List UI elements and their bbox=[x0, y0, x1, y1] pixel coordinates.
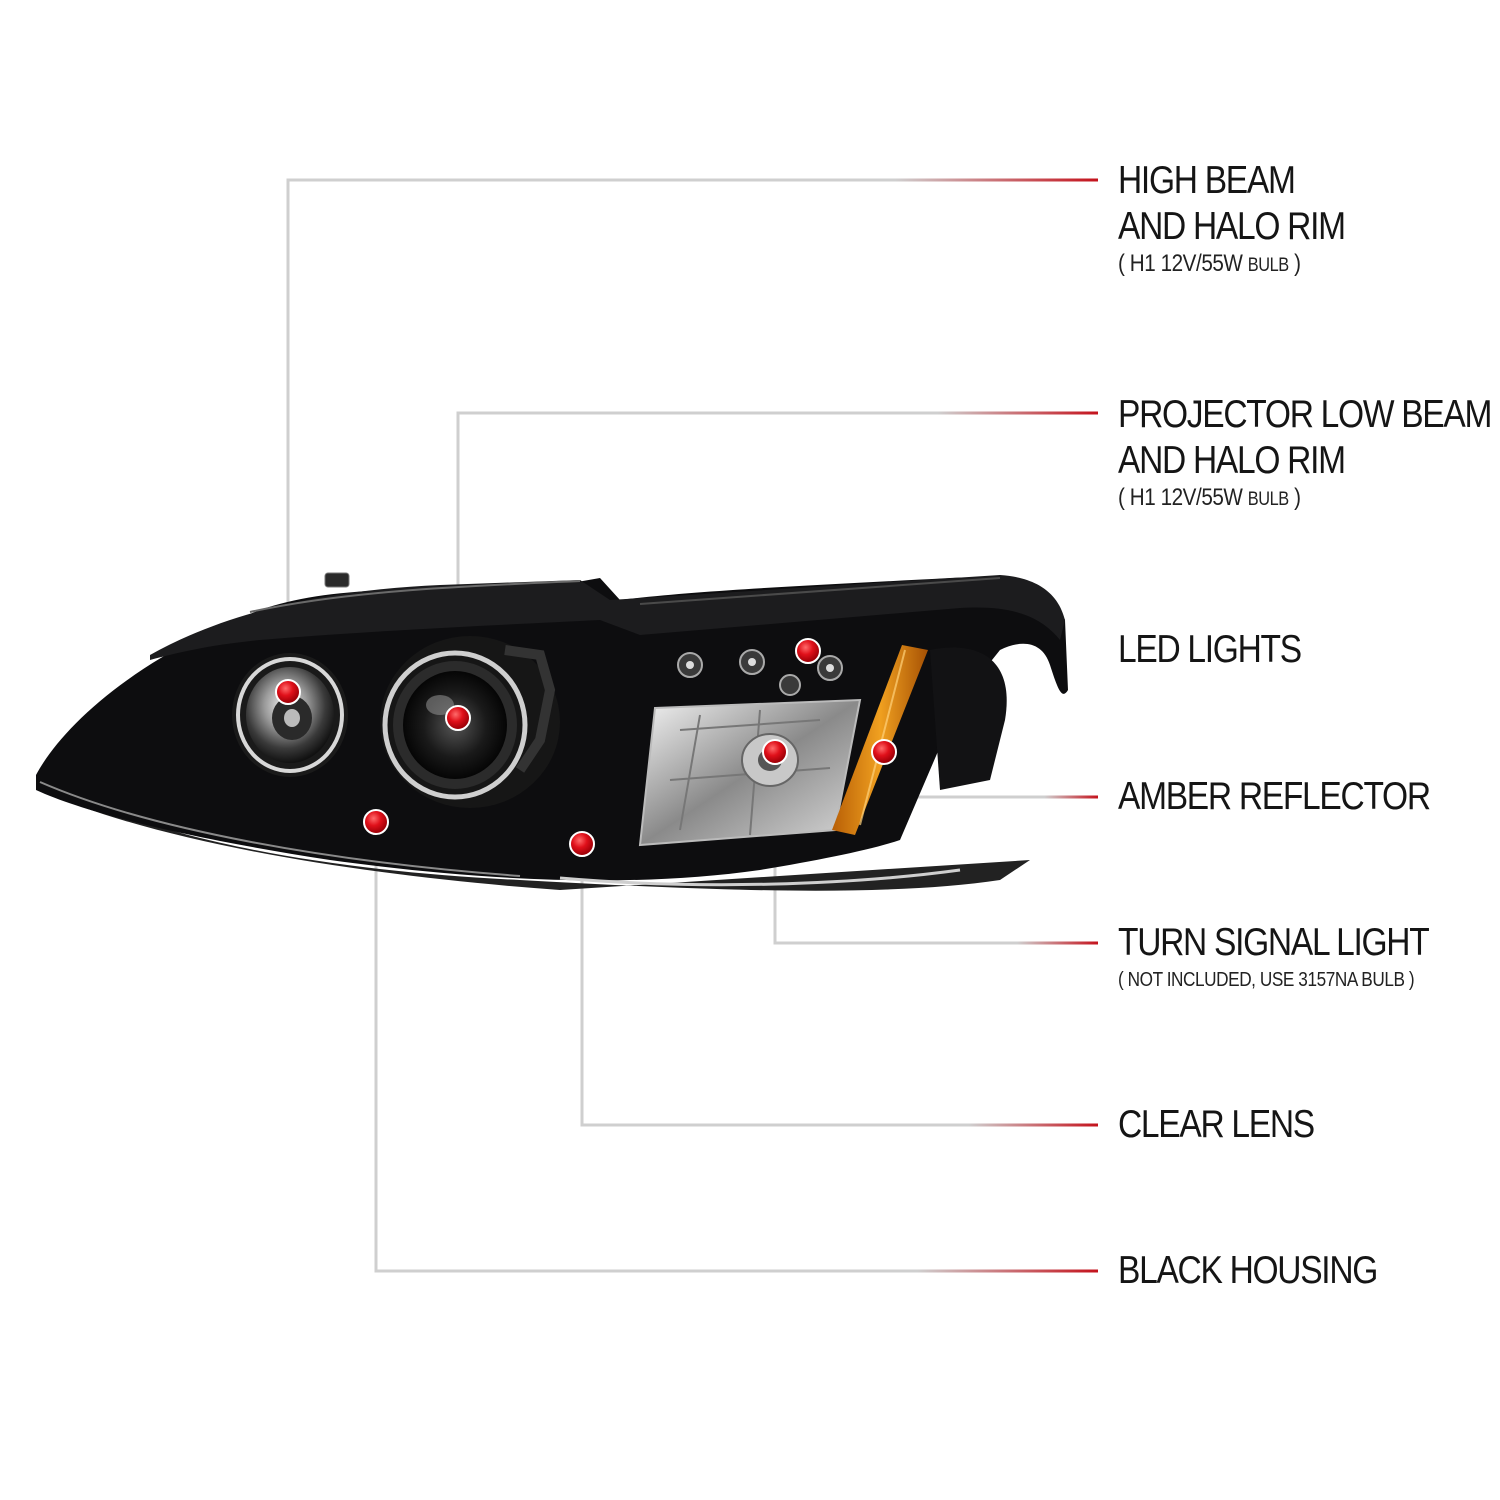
callout-title: BLACK HOUSING bbox=[1118, 1249, 1378, 1292]
leader-clear-lens bbox=[580, 844, 1098, 1127]
headlight-assembly bbox=[36, 572, 1068, 891]
callout-title: PROJECTOR LOW BEAM bbox=[1118, 393, 1492, 436]
red-dot-marker bbox=[795, 638, 821, 664]
high-beam-unit bbox=[232, 653, 348, 777]
red-dot-marker bbox=[275, 679, 301, 705]
side-flare bbox=[930, 647, 1007, 790]
callout-title: AND HALO RIM bbox=[1118, 439, 1346, 482]
marker-dots bbox=[275, 638, 897, 857]
bottom-chrome-strip bbox=[559, 868, 961, 887]
top-edge-highlight bbox=[249, 580, 581, 613]
callout-subtitle: ( H1 12V/55W BULB ) bbox=[1118, 484, 1301, 511]
callout-title: AND HALO RIM bbox=[1118, 205, 1346, 248]
top-trim bbox=[150, 575, 1065, 660]
callout-high-beam: HIGH BEAM AND HALO RIM ( H1 12V/55W BULB… bbox=[1118, 158, 1382, 280]
callout-subtitle: ( NOT INCLUDED, USE 3157NA BULB ) bbox=[1118, 969, 1415, 991]
callout-title: HIGH BEAM bbox=[1118, 159, 1296, 202]
callout-black-housing: BLACK HOUSING bbox=[1118, 1248, 1419, 1294]
red-dot-marker bbox=[871, 739, 897, 765]
leader-high-beam bbox=[286, 178, 1098, 692]
callout-turn-signal: TURN SIGNAL LIGHT ( NOT INCLUDED, USE 31… bbox=[1118, 920, 1479, 994]
leader-housing bbox=[374, 822, 1098, 1273]
bottom-chrome-strip-2 bbox=[39, 781, 521, 877]
callout-title: LED LIGHTS bbox=[1118, 628, 1302, 671]
callout-title: AMBER REFLECTOR bbox=[1118, 775, 1431, 818]
callout-projector-low-beam: PROJECTOR LOW BEAM AND HALO RIM ( H1 12V… bbox=[1118, 392, 1500, 514]
housing-bottom bbox=[40, 775, 1030, 891]
mount-tab bbox=[324, 572, 350, 588]
callout-clear-lens: CLEAR LENS bbox=[1118, 1102, 1346, 1148]
callout-led-lights: LED LIGHTS bbox=[1118, 627, 1331, 673]
callout-title: CLEAR LENS bbox=[1118, 1103, 1315, 1146]
red-dot-marker bbox=[445, 705, 471, 731]
turn-signal-reflector bbox=[638, 698, 862, 847]
red-dot-marker bbox=[363, 809, 389, 835]
callout-subtitle: ( H1 12V/55W BULB ) bbox=[1118, 250, 1301, 277]
top-right-edge bbox=[639, 577, 1001, 605]
red-dot-marker bbox=[762, 739, 788, 765]
callout-title: TURN SIGNAL LIGHT bbox=[1118, 921, 1430, 964]
led-lights-unit bbox=[677, 649, 843, 696]
red-dot-marker bbox=[569, 831, 595, 857]
callout-amber-reflector: AMBER REFLECTOR bbox=[1118, 774, 1481, 820]
